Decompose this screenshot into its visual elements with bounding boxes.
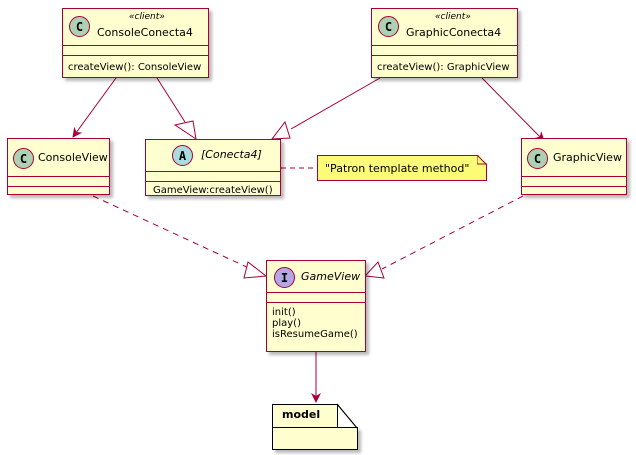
class-name: GraphicView [553, 151, 622, 164]
method: createView(): ConsoleView [68, 62, 202, 73]
note-fold-corner [477, 155, 487, 165]
class-conecta4-abstract[interactable]: A [Conecta4] GameView:createView() [145, 139, 281, 196]
class-badge-icon: C [378, 16, 399, 37]
method: GameView:createView() [153, 185, 273, 196]
abstract-badge-icon: A [172, 145, 193, 166]
class-graphic-conecta4[interactable]: C «client» GraphicConecta4 createView():… [371, 8, 518, 78]
class-console-conecta4[interactable]: C «client» ConsoleConecta4 createView():… [62, 8, 209, 78]
note: "Patron template method" [317, 155, 487, 181]
class-name: GraphicConecta4 [406, 26, 502, 39]
association-arrow [72, 77, 117, 138]
association-arrow [481, 77, 545, 142]
class-badge-icon: C [527, 148, 548, 169]
inheritance-line [290, 77, 381, 130]
interface-badge-icon: I [274, 267, 295, 288]
method: isResumeGame() [272, 329, 358, 340]
class-name: GameView [301, 270, 361, 283]
method: init() [272, 307, 296, 318]
class-name: ConsoleConecta4 [97, 26, 193, 39]
inheritance-triangle [270, 120, 291, 140]
inheritance-triangle [173, 120, 197, 141]
stereotype-label: «client» [129, 12, 165, 22]
class-name: ConsoleView [38, 151, 108, 164]
package-model[interactable] [272, 427, 358, 450]
class-badge-icon: C [69, 16, 90, 37]
realization-triangle [243, 261, 268, 279]
inheritance-line [156, 77, 186, 123]
class-console-view[interactable]: C ConsoleView [7, 138, 110, 195]
stereotype-label: «client» [435, 12, 471, 22]
interface-game-view[interactable]: I GameView init() play() isResumeGame() [266, 260, 366, 352]
realization-line [92, 195, 252, 270]
realization-line [381, 195, 524, 270]
class-name: [Conecta4] [201, 148, 262, 161]
method: play() [272, 318, 301, 329]
realization-triangle [363, 261, 385, 279]
class-graphic-view[interactable]: C GraphicView [521, 138, 627, 195]
package-name: model [282, 408, 321, 421]
note-text: "Patron template method" [325, 161, 470, 175]
class-badge-icon: C [13, 148, 34, 169]
package-tab: model [272, 404, 338, 428]
method: createView(): GraphicView [377, 62, 510, 73]
